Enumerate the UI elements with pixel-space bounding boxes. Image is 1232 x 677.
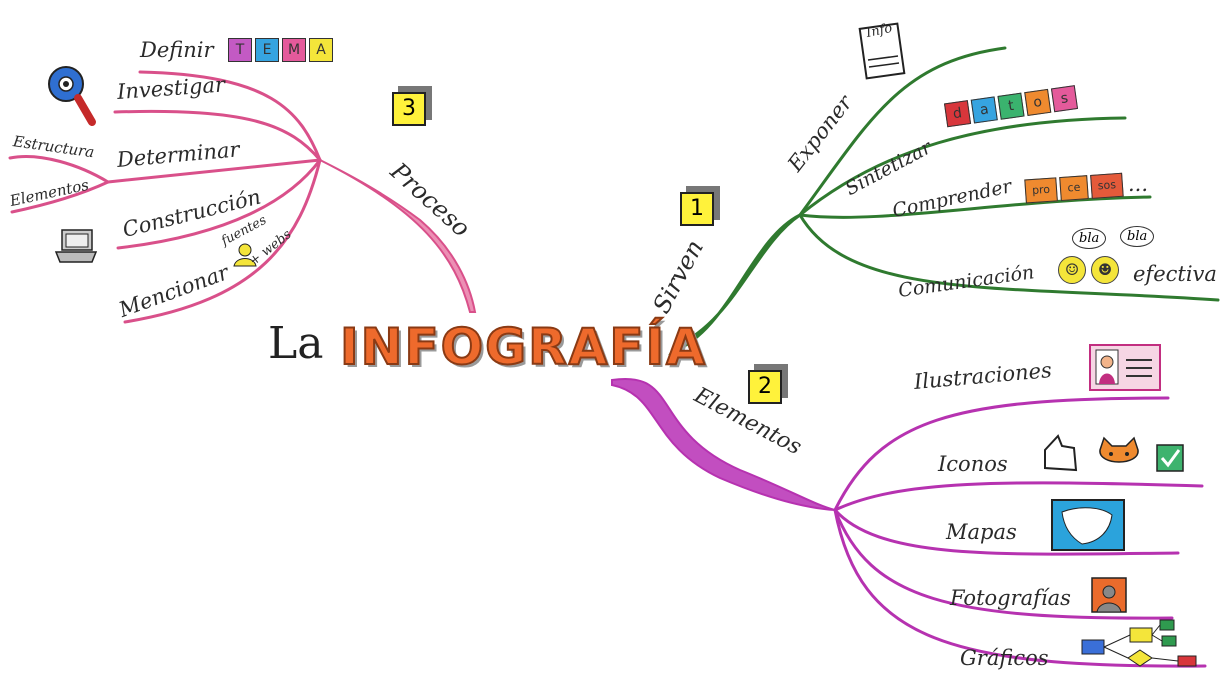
branch-graficos bbox=[833, 508, 1207, 668]
smiley-face-1: ☺ bbox=[1058, 256, 1086, 284]
elementos-number-cube: 2 bbox=[748, 370, 782, 404]
photo-icon bbox=[1091, 577, 1127, 613]
arrow-tile: pro bbox=[1024, 177, 1058, 204]
branch-elementos-sub bbox=[10, 180, 110, 214]
mapas-label: Mapas bbox=[946, 520, 1017, 544]
datos-tile: t bbox=[997, 92, 1025, 120]
datos-tile: o bbox=[1024, 88, 1052, 117]
arrow-tile: ce bbox=[1059, 175, 1089, 202]
graficos-label: Gráficos bbox=[960, 646, 1049, 670]
datos-tile: d bbox=[943, 100, 972, 128]
branch-comunicacion bbox=[798, 213, 1220, 302]
check-icon bbox=[1156, 444, 1184, 472]
arrow-tile: sos bbox=[1090, 172, 1124, 199]
datos-tile: a bbox=[970, 96, 998, 124]
branch-determinar bbox=[106, 158, 322, 184]
sirven-number-cube: 1 bbox=[680, 192, 714, 226]
portrait-icon bbox=[1089, 344, 1161, 391]
document-icon bbox=[858, 22, 906, 80]
bla-bubble-1: bla bbox=[1072, 228, 1107, 249]
ellipsis-label: ... bbox=[1128, 172, 1149, 196]
bla-bubble-2: bla bbox=[1120, 226, 1155, 247]
branch-ilustraciones bbox=[833, 396, 1170, 512]
branch-estructura bbox=[8, 155, 110, 184]
branch-sintetizar bbox=[798, 116, 1127, 217]
fotografias-label: Fotografías bbox=[950, 586, 1071, 610]
branch-mencionar bbox=[123, 158, 322, 324]
branch-definir bbox=[138, 70, 322, 162]
tema-tile: E bbox=[255, 38, 279, 62]
cat-icon bbox=[1099, 436, 1139, 463]
efectiva-label: efectiva bbox=[1133, 262, 1217, 286]
iconos-label: Iconos bbox=[938, 452, 1008, 476]
branch-proceso bbox=[319, 159, 477, 313]
smiley-icon: ☺ ☻ bbox=[1058, 256, 1120, 284]
person-icon bbox=[233, 243, 257, 267]
thumbs-up-icon bbox=[1044, 434, 1078, 472]
laptop-icon bbox=[54, 229, 98, 263]
branch-mapas bbox=[833, 508, 1180, 556]
smiley-face-2: ☻ bbox=[1091, 256, 1120, 284]
branch-construccion bbox=[116, 158, 322, 250]
branch-comprender bbox=[798, 195, 1152, 219]
branch-exponer bbox=[798, 46, 1007, 217]
definir-label: Definir bbox=[140, 38, 214, 62]
branch-fotografias bbox=[833, 508, 1174, 620]
tema-tile: T bbox=[228, 38, 252, 62]
datos-tile: s bbox=[1050, 85, 1079, 113]
title-prefix: La bbox=[268, 318, 324, 369]
branch-investigar bbox=[113, 109, 322, 162]
tema-tile: M bbox=[282, 38, 306, 62]
page-title: INFOGRAFÍA bbox=[339, 317, 707, 377]
tema-tile: A bbox=[309, 38, 333, 62]
branch-iconos bbox=[833, 481, 1204, 512]
map-icon bbox=[1051, 499, 1125, 551]
proceso-number-cube: 3 bbox=[392, 92, 426, 126]
flowchart-icon bbox=[1081, 619, 1197, 667]
magnifier-icon bbox=[48, 66, 96, 126]
